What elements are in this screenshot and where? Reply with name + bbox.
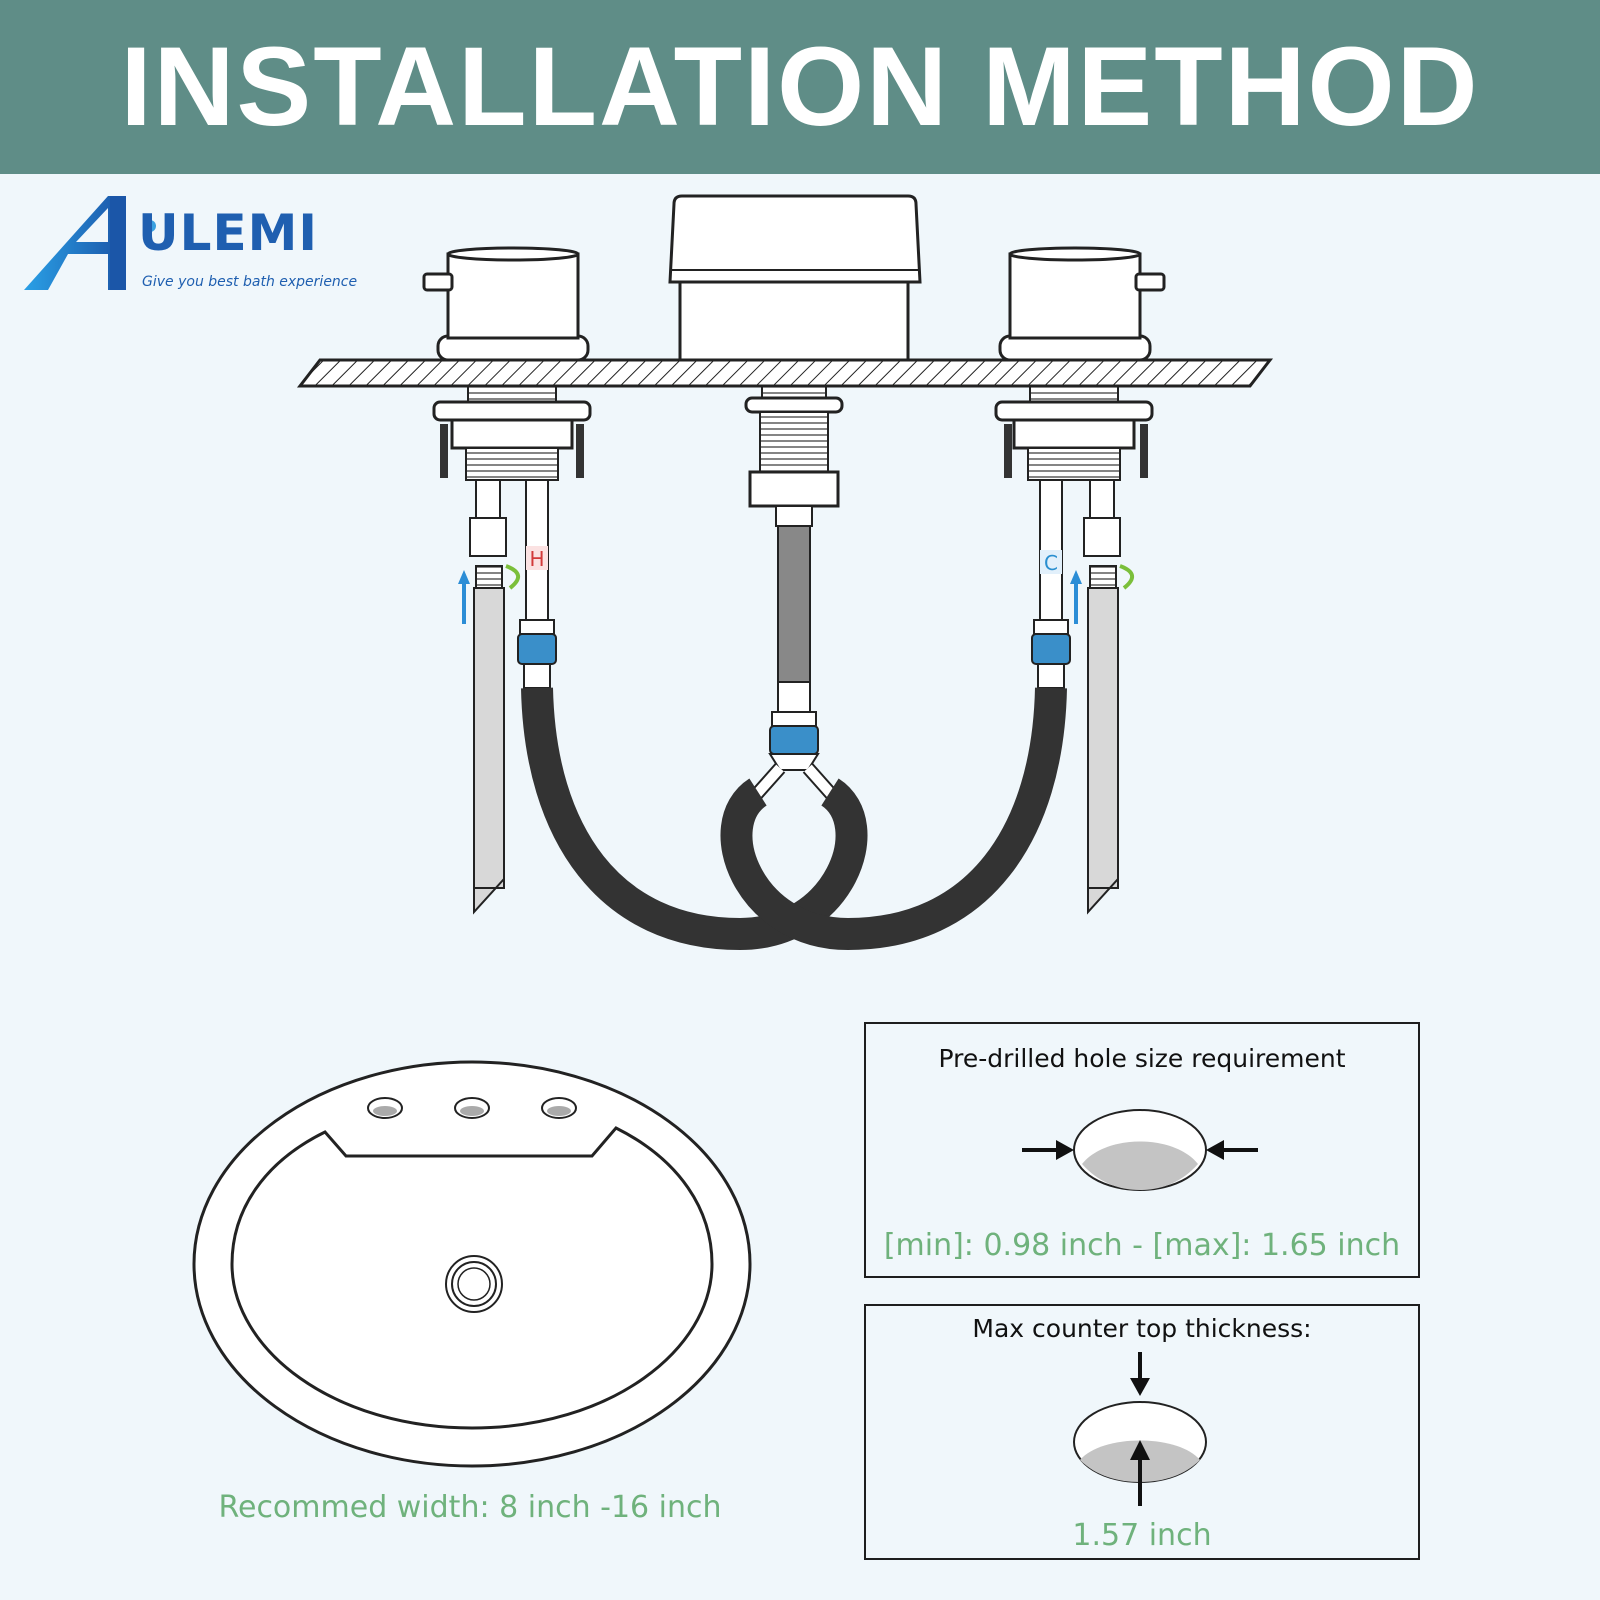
cold-connector-icon [1031, 619, 1071, 689]
logo-tagline: Give you best bath experience [142, 274, 358, 290]
hole-size-value: [min]: 0.98 inch - [max]: 1.65 inch [883, 1228, 1401, 1263]
cold-supply-pipe [1070, 564, 1134, 915]
faucet-hole-icon [367, 1097, 403, 1119]
thickness-panel: Max counter top thickness: 1.57 inch [864, 1304, 1420, 1560]
cold-label: C [1044, 551, 1058, 575]
arrow-right-icon [1022, 1140, 1074, 1160]
hole-size-diagram [1022, 1109, 1258, 1191]
header-banner: INSTALLATION METHOD [0, 0, 1600, 174]
faucet-hole-icon [541, 1097, 577, 1119]
cold-hose [720, 687, 1067, 951]
page-title: INSTALLATION METHOD [120, 24, 1480, 149]
faucet-hole-icon [454, 1097, 490, 1119]
hole-size-title: Pre-drilled hole size requirement [938, 1044, 1346, 1073]
drain-icon [445, 1255, 503, 1313]
logo-wordmark: ULEMI [138, 204, 318, 262]
spout-shank [742, 385, 846, 809]
hot-hose [521, 687, 868, 951]
thickness-title: Max counter top thickness: [972, 1314, 1312, 1343]
arrow-up-icon [1130, 1440, 1150, 1506]
sink-top-view [192, 1060, 752, 1468]
hole-size-panel: Pre-drilled hole size requirement [min]:… [864, 1022, 1420, 1278]
hot-connector-icon [517, 619, 557, 689]
hot-supply-pipe [458, 564, 520, 915]
arrow-left-icon [1206, 1140, 1258, 1160]
cold-handle-icon [998, 246, 1166, 362]
hot-valve-body [432, 385, 592, 621]
countertop [296, 358, 1274, 388]
arrow-down-icon [1130, 1352, 1150, 1396]
hot-label: H [529, 547, 544, 571]
hot-handle-icon [422, 246, 590, 362]
sink-width-caption: Recommed width: 8 inch -16 inch [218, 1490, 722, 1525]
thickness-value: 1.57 inch [1072, 1518, 1212, 1553]
thickness-diagram [1073, 1352, 1207, 1506]
spout-icon [668, 194, 922, 362]
brand-logo-icon [24, 196, 156, 290]
installation-diagram: H C [296, 194, 1274, 951]
